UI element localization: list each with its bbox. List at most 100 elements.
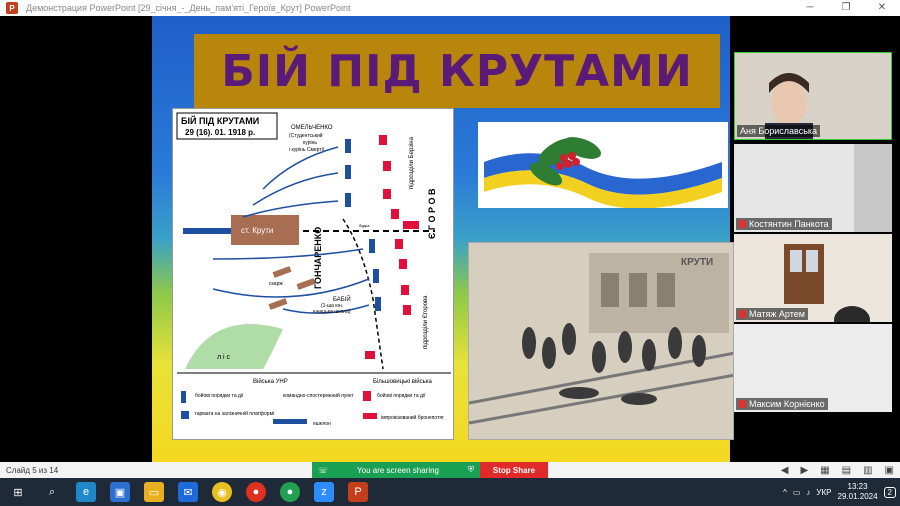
unr-unit bbox=[345, 165, 351, 179]
maximize-button[interactable]: ❐ bbox=[841, 2, 851, 13]
slide[interactable]: БІЙ ПІД КРУТАМИ БІЙ ПІД КРУТАМИ 29 (16).… bbox=[152, 16, 734, 462]
participants-panel: Аня Бориславська Костянтин Панкота bbox=[734, 52, 892, 414]
map-label-kurin2: курінь bbox=[303, 140, 317, 146]
clock-date: 29.01.2024 bbox=[837, 492, 878, 501]
chrome-profile-icon[interactable]: ● bbox=[280, 482, 300, 502]
sharing-text: You are screen sharing bbox=[357, 465, 439, 475]
folder-icon[interactable]: ▭ bbox=[144, 482, 164, 502]
close-button[interactable]: ✕ bbox=[877, 2, 887, 13]
clock[interactable]: 13:23 29.01.2024 bbox=[838, 482, 878, 502]
battle-map: БІЙ ПІД КРУТАМИ 29 (16). 01. 1918 р. ОМЕ… bbox=[172, 108, 454, 440]
map-label-kurin3: і курінь Смерті) bbox=[289, 147, 325, 153]
screen-share-bar: ☏ You are screen sharing ⛨ Stop Share bbox=[312, 462, 548, 478]
unr-unit bbox=[375, 297, 381, 311]
legend-boiovi1: бойові порядки та дії bbox=[195, 392, 244, 399]
participant-tile[interactable]: Костянтин Панкота bbox=[734, 144, 892, 232]
legend-gun bbox=[181, 411, 189, 419]
network-icon[interactable]: ▭ bbox=[792, 487, 801, 497]
participant-tile[interactable]: Аня Бориславська bbox=[734, 52, 892, 140]
map-label-yegorova: підрозділи Єгорова bbox=[423, 295, 429, 349]
windows-taskbar: ⊞ ⌕ e ▣ ▭ ✉ ◉ ● ● z P bbox=[0, 478, 900, 506]
presentation-stage: БІЙ ПІД КРУТАМИ БІЙ ПІД КРУТАМИ 29 (16).… bbox=[0, 16, 900, 462]
legend-unr-unit bbox=[181, 391, 186, 403]
powerpoint-icon: P bbox=[6, 2, 18, 14]
map-label-lis: л і с bbox=[217, 353, 231, 361]
participant-name-tag: Максим Корнієнко bbox=[736, 398, 828, 410]
participant-tile[interactable]: Матяж Артем bbox=[734, 234, 892, 322]
sharing-indicator: ☏ You are screen sharing ⛨ bbox=[312, 462, 480, 478]
zoom-icon[interactable]: z bbox=[314, 482, 334, 502]
participant-name: Матяж Артем bbox=[749, 309, 805, 319]
railway-branch bbox=[342, 218, 384, 370]
legend-bronepotyag-swatch bbox=[363, 413, 377, 419]
slide-sorter-icon[interactable]: ▥ bbox=[863, 464, 873, 476]
powerpoint-taskbar-icon[interactable]: P bbox=[348, 482, 368, 502]
map-label-omelchenko: ОМЕЛЬЧЕНКО bbox=[291, 125, 333, 131]
map-marker bbox=[272, 266, 292, 278]
language-indicator[interactable]: УКР bbox=[816, 487, 832, 497]
flag-ribbon-image bbox=[478, 122, 728, 209]
yandex-icon[interactable]: ◉ bbox=[212, 482, 232, 502]
map-header-title: БІЙ ПІД КРУТАМИ bbox=[181, 115, 259, 126]
map-label-budka: будка bbox=[359, 223, 370, 228]
map-marker bbox=[268, 298, 288, 310]
participant-name: Костянтин Панкота bbox=[749, 219, 829, 229]
slide-count: Слайд 5 из 14 bbox=[6, 465, 59, 475]
map-label-berzin: підрозділи Берзіна bbox=[409, 136, 415, 189]
participant-video bbox=[734, 234, 892, 322]
forest-area bbox=[185, 324, 283, 369]
search-icon[interactable]: ⌕ bbox=[48, 485, 56, 498]
start-button-icon[interactable]: ⊞ bbox=[13, 486, 23, 499]
unr-unit bbox=[345, 193, 351, 207]
mail-icon[interactable]: ✉ bbox=[178, 482, 198, 502]
phone-icon: ☏ bbox=[318, 465, 329, 475]
participant-name-tag: Матяж Артем bbox=[736, 308, 808, 320]
prev-slide-icon[interactable]: ◀ bbox=[780, 464, 789, 476]
stop-share-label: Stop Share bbox=[492, 465, 536, 475]
legend-hapmata: гармата на залізничній платформі bbox=[195, 410, 274, 417]
participant-video bbox=[734, 144, 892, 232]
participant-name: Максим Корнієнко bbox=[749, 399, 825, 409]
edge-icon[interactable]: e bbox=[76, 482, 96, 502]
view-controls: ◀ ▶ ▦ ▤ ▥ ▣ bbox=[781, 462, 894, 478]
participant-name-tag: Костянтин Панкота bbox=[736, 218, 832, 230]
notifications-badge[interactable]: 2 bbox=[883, 486, 896, 498]
minimize-button[interactable]: ─ bbox=[806, 2, 814, 13]
participant-tile[interactable]: Максим Корнієнко bbox=[734, 324, 892, 412]
presenter-view-icon[interactable]: ▦ bbox=[820, 464, 830, 476]
muted-mic-icon bbox=[739, 400, 746, 408]
slide-title: БІЙ ПІД КРУТАМИ bbox=[221, 45, 693, 97]
system-tray: ^ ▭ ♪ УКР 13:23 29.01.2024 2 bbox=[783, 478, 896, 506]
battle-map-svg: БІЙ ПІД КРУТАМИ 29 (16). 01. 1918 р. ОМЕ… bbox=[176, 112, 451, 427]
legend-unr: Війська УНР bbox=[253, 378, 288, 385]
battle-painting-svg: КРУТИ bbox=[469, 243, 733, 439]
map-label-babiy1: БАБІЙ bbox=[333, 295, 351, 303]
reading-view-icon[interactable]: ▣ bbox=[884, 464, 894, 476]
store-icon[interactable]: ▣ bbox=[110, 482, 130, 502]
map-label-goncharenko: ГОНЧАРЕНКО bbox=[313, 227, 323, 289]
chrome-icon[interactable]: ● bbox=[246, 482, 266, 502]
legend-bronepotyag: імпровізований бронепотяг bbox=[381, 414, 444, 421]
next-slide-icon[interactable]: ▶ bbox=[800, 464, 809, 476]
unr-unit bbox=[373, 269, 379, 283]
chevron-up-icon[interactable]: ^ bbox=[783, 487, 787, 497]
volume-icon[interactable]: ♪ bbox=[806, 487, 811, 497]
clock-time: 13:23 bbox=[847, 482, 868, 491]
painting-sign: КРУТИ bbox=[681, 257, 713, 268]
legend-kp: командно-спостережний пункт bbox=[283, 392, 354, 399]
shield-icon: ⛨ bbox=[468, 465, 474, 474]
legend-bolsh-unit bbox=[363, 391, 371, 401]
armored-train bbox=[183, 228, 233, 234]
battle-painting: КРУТИ bbox=[468, 242, 734, 440]
grid-view-icon[interactable]: ▤ bbox=[841, 464, 852, 476]
participant-name-tag: Аня Бориславська bbox=[737, 125, 821, 137]
legend-bolsh: Більшовицькі війська bbox=[373, 378, 433, 385]
muted-mic-icon bbox=[739, 310, 746, 318]
map-label-station: ст. Крути bbox=[241, 226, 273, 235]
map-label-babiy2: (1-ша юн. bbox=[321, 303, 343, 309]
unr-unit bbox=[369, 239, 375, 253]
map-label-babiy3: юнацька школа) bbox=[313, 309, 351, 315]
map-marker bbox=[296, 278, 316, 290]
window-titlebar: P Демонстрация PowerPoint [29_січня_-_Де… bbox=[0, 0, 900, 16]
stop-share-button[interactable]: Stop Share bbox=[480, 462, 548, 478]
